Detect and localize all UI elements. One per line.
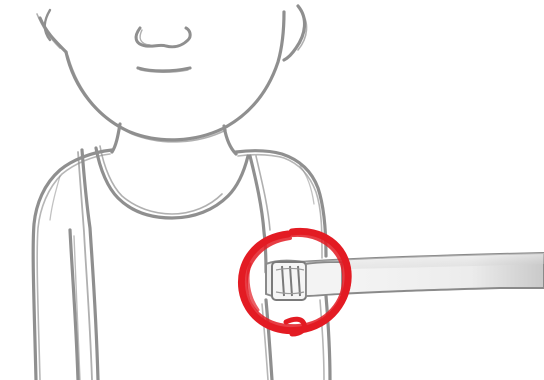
arm-strap	[266, 253, 544, 300]
strap-buckle	[272, 262, 306, 300]
neck-right	[224, 126, 236, 154]
neck-left	[112, 124, 120, 152]
right-ear	[284, 6, 305, 60]
arm-outer-line	[326, 296, 330, 380]
face-outline	[66, 12, 284, 140]
